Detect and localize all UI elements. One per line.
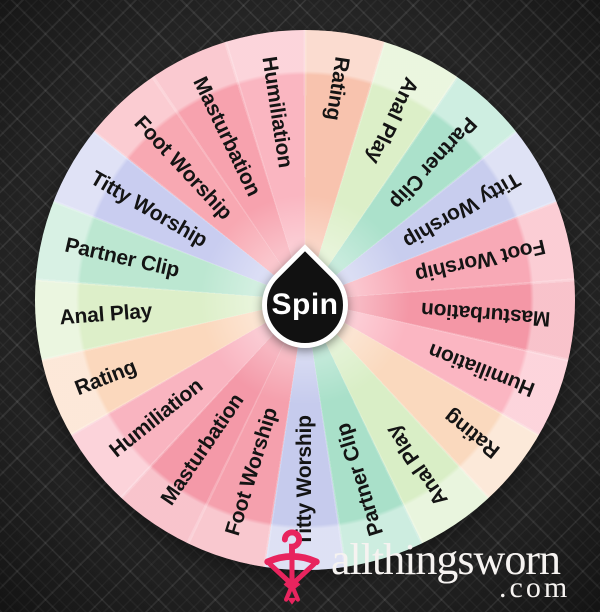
wheel-segment-label: Masturbation bbox=[420, 297, 552, 331]
spin-button-label: Spin bbox=[271, 288, 339, 321]
wheel-segment-label: Titty Worship bbox=[293, 415, 316, 546]
